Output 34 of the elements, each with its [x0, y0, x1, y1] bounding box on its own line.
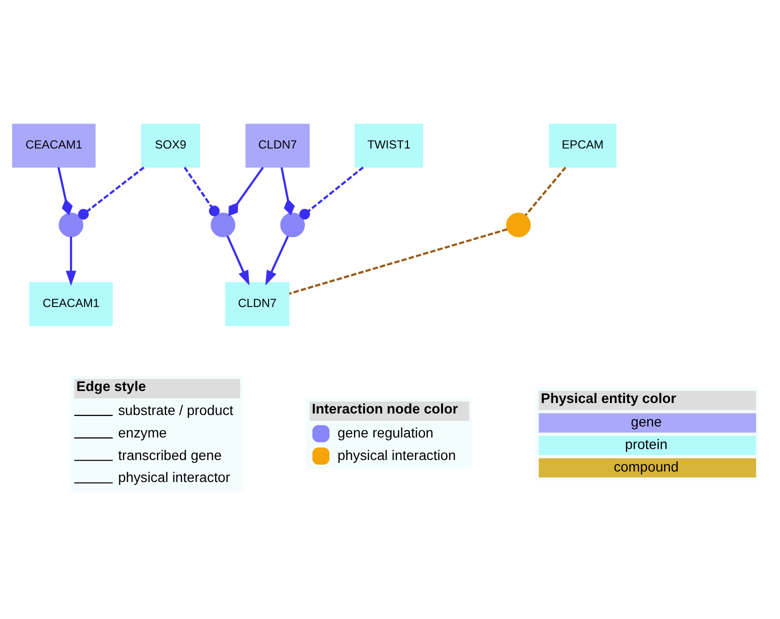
node-box: EPCAM	[548, 123, 616, 168]
connector	[228, 166, 264, 216]
connector	[57, 166, 73, 215]
node-box: TWIST1	[354, 123, 424, 168]
connector	[78, 166, 145, 220]
connector	[524, 166, 566, 216]
node-box: CEACAM1	[12, 123, 96, 168]
legend-label: substrate / product	[118, 401, 234, 418]
legend-label: gene regulation	[338, 424, 434, 440]
legend-label: protein	[624, 436, 668, 452]
node-circle	[210, 212, 236, 237]
legend-label: physical interactor	[118, 468, 230, 485]
arrow	[226, 235, 250, 285]
node-box: SOX9	[141, 123, 200, 168]
connector	[280, 166, 295, 215]
legend-label: transcribed gene	[118, 446, 222, 462]
legend-label: gene	[630, 413, 662, 430]
node-circle	[58, 212, 84, 237]
label: Interaction node color	[312, 400, 458, 416]
connector	[299, 166, 364, 220]
legend-label: enzyme	[118, 424, 167, 440]
connector	[289, 228, 508, 294]
node-box: CLDN7	[225, 282, 290, 326]
node-box: CEACAM1	[29, 282, 113, 326]
node-box: CLDN7	[246, 123, 310, 168]
connector	[184, 166, 220, 216]
label: Physical entity color	[540, 390, 676, 406]
arrow	[66, 236, 76, 286]
node-circle	[506, 212, 531, 237]
legend-label: physical interaction	[338, 446, 456, 462]
label: Edge style	[76, 378, 146, 394]
legend-label: compound	[614, 458, 679, 474]
node-circle	[280, 212, 305, 237]
arrow	[265, 235, 289, 285]
